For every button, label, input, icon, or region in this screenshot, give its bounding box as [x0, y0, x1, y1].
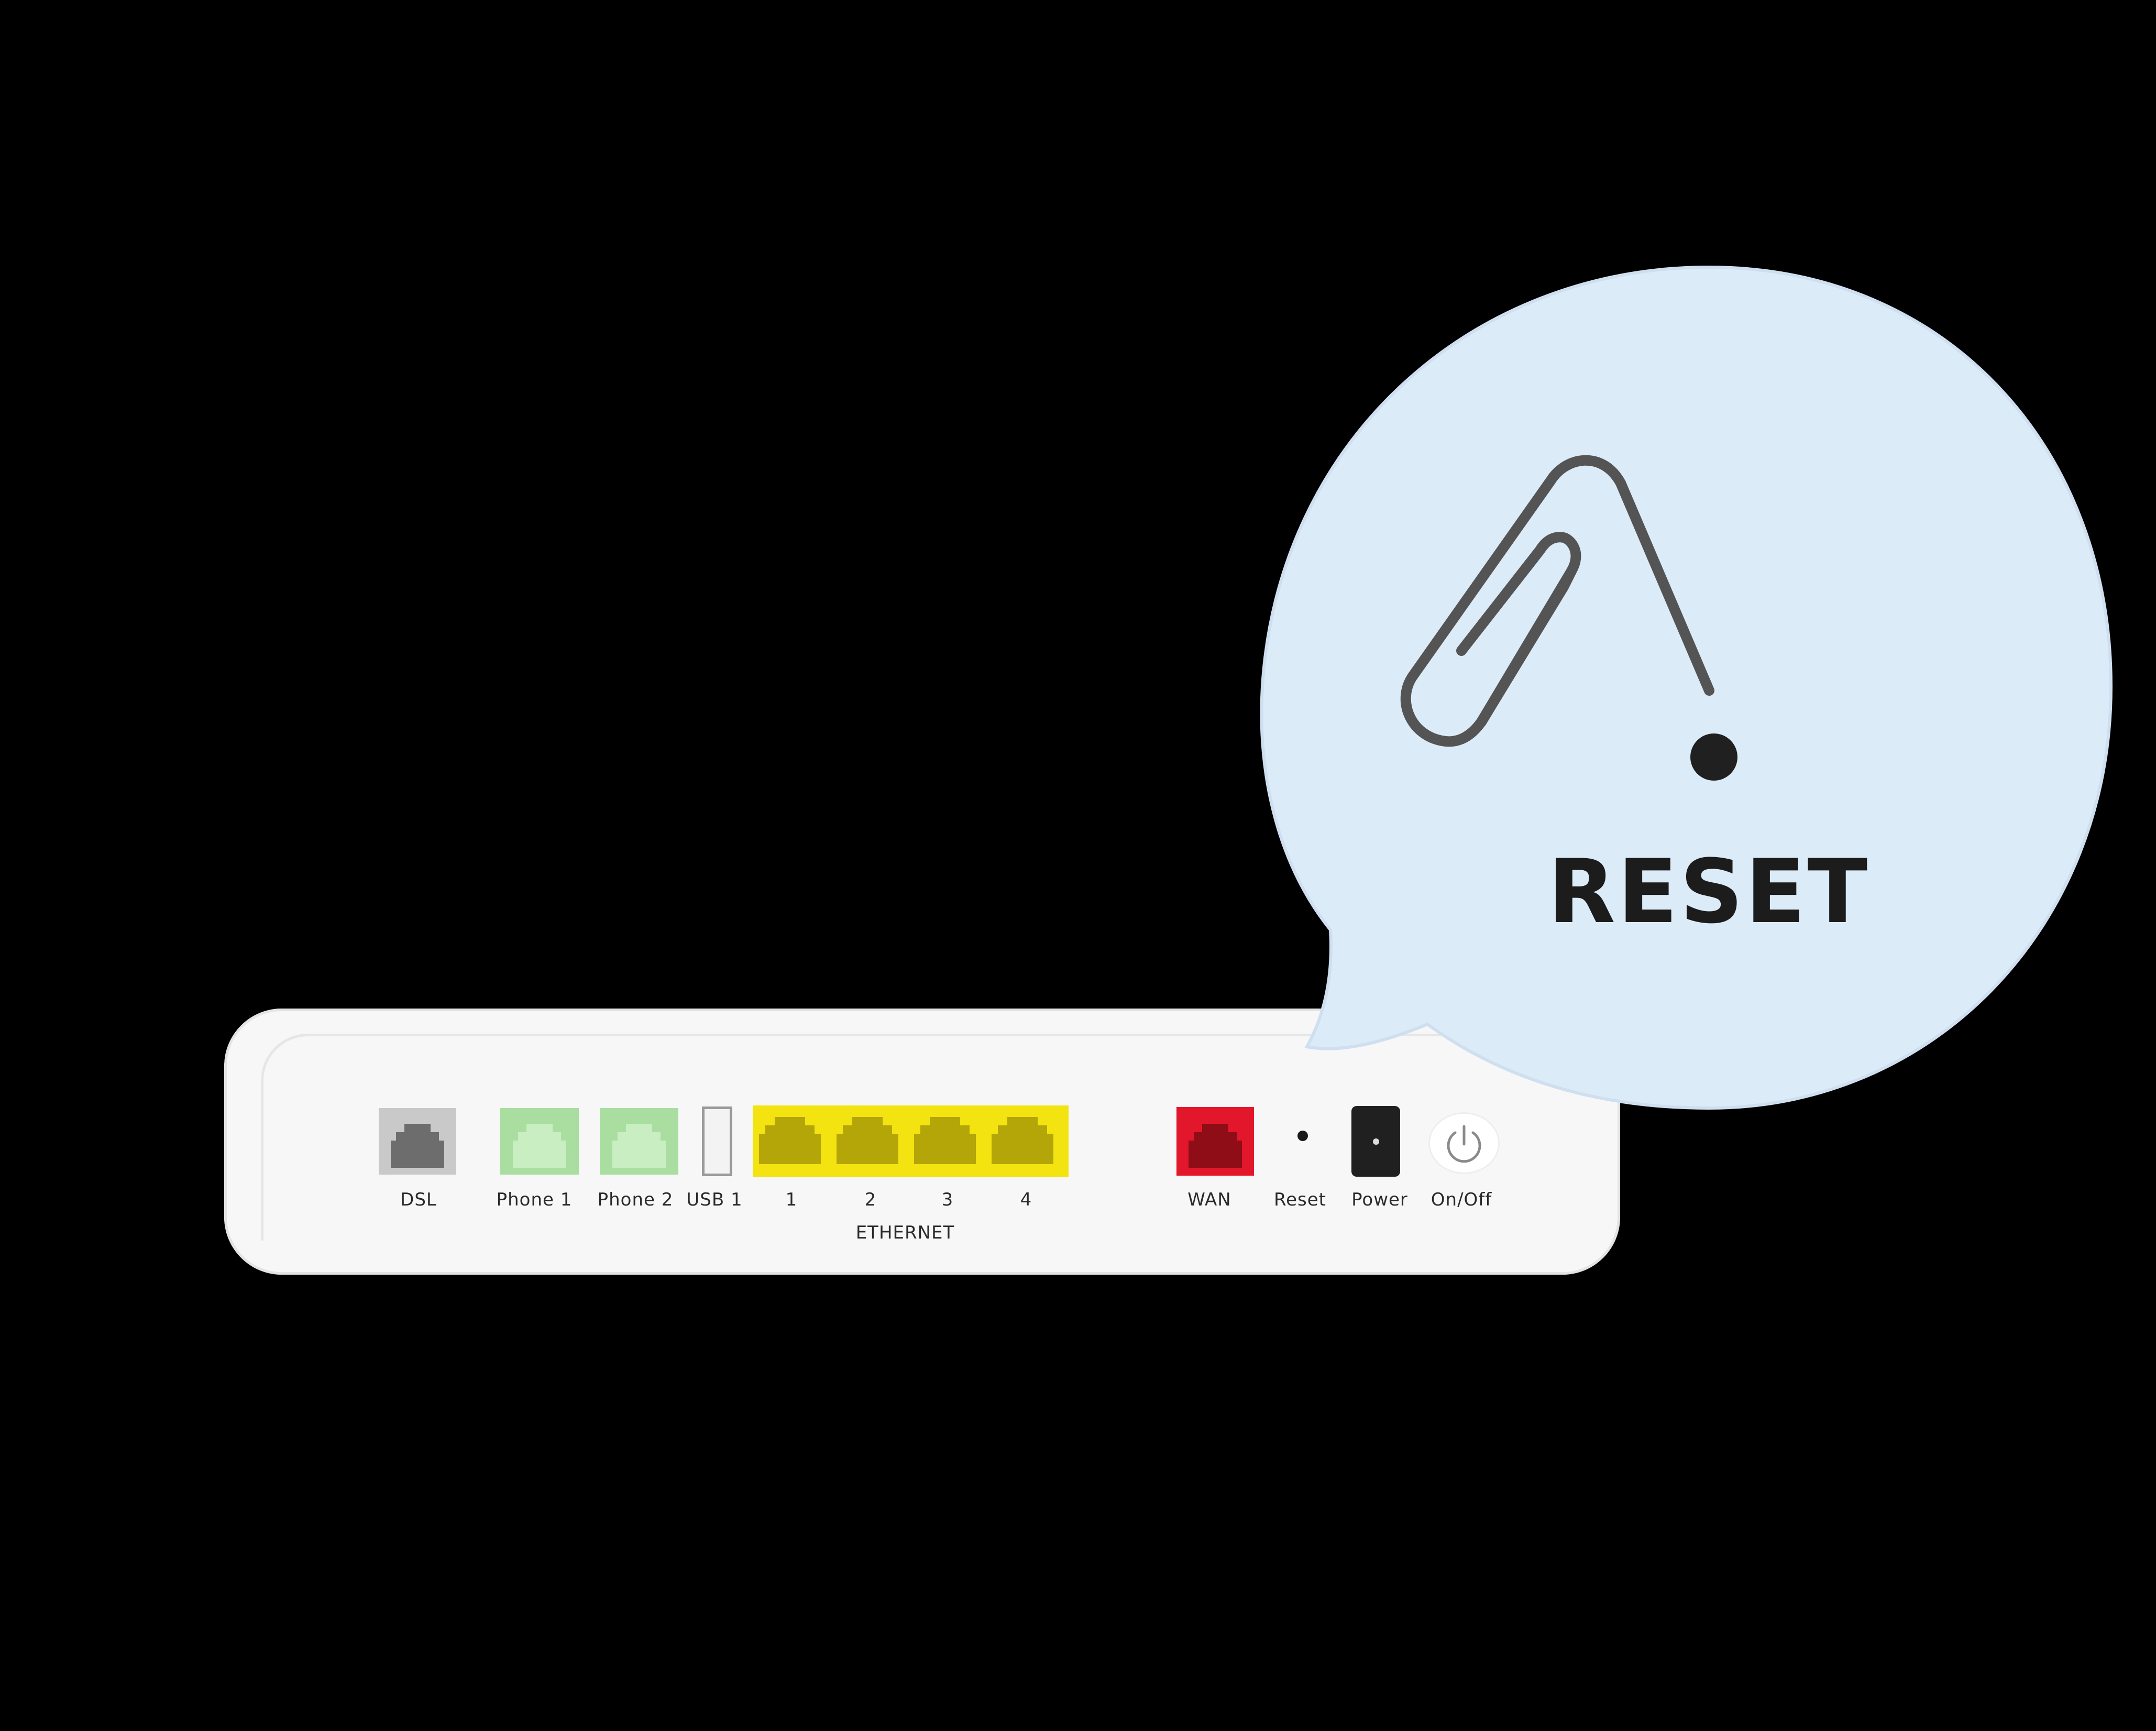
label-phone1: Phone 1 [496, 1189, 573, 1210]
ethernet-jack-4 [992, 1117, 1053, 1164]
callout-title: RESET [1547, 840, 1870, 943]
onoff-button[interactable] [1430, 1114, 1498, 1173]
dsl-port [379, 1108, 456, 1175]
phone2-port [600, 1108, 678, 1175]
phone1-port [500, 1108, 579, 1175]
ethernet-ports [753, 1105, 1069, 1177]
label-onoff: On/Off [1431, 1189, 1492, 1210]
rj-jack-icon [391, 1123, 444, 1168]
reset-hole-icon [1690, 733, 1737, 781]
label-dsl: DSL [400, 1189, 437, 1210]
usb1-port [702, 1106, 732, 1176]
ethernet-jack-2 [837, 1117, 898, 1164]
wan-port [1176, 1107, 1254, 1176]
label-eth3: 3 [941, 1189, 954, 1210]
paperclip-icon [1400, 455, 1714, 747]
ethernet-jack-1 [759, 1117, 821, 1164]
reset-pinhole[interactable] [1297, 1131, 1308, 1141]
rj-jack-icon [513, 1123, 566, 1168]
label-ethernet-group: ETHERNET [855, 1222, 955, 1243]
label-eth4: 4 [1020, 1189, 1032, 1210]
callout-bubble [1260, 265, 2113, 1110]
power-icon [1447, 1125, 1481, 1163]
label-eth1: 1 [785, 1189, 798, 1210]
label-reset: Reset [1274, 1189, 1326, 1210]
power-jack [1351, 1106, 1400, 1177]
power-jack-pin [1372, 1138, 1379, 1145]
rj-jack-icon [1189, 1123, 1242, 1168]
label-eth2: 2 [864, 1189, 877, 1210]
label-phone2: Phone 2 [597, 1189, 674, 1210]
rj-jack-icon [612, 1123, 666, 1168]
ethernet-jack-3 [914, 1117, 976, 1164]
label-wan: WAN [1187, 1189, 1231, 1210]
router-panel-edge [261, 1034, 1604, 1241]
label-power: Power [1351, 1189, 1408, 1210]
label-usb1: USB 1 [686, 1189, 743, 1210]
ethernet-jacks [759, 1117, 1053, 1164]
